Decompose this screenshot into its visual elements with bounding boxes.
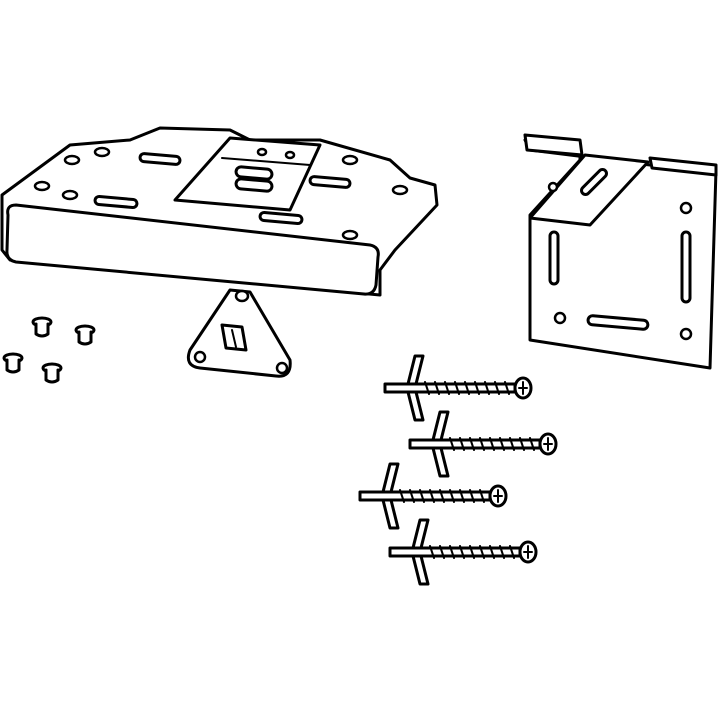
mounting-plate — [0, 126, 439, 297]
toggle-bolt — [408, 410, 558, 478]
wall-bracket — [523, 133, 718, 370]
toggle-bolt — [388, 518, 538, 586]
toggle-bolt — [358, 462, 508, 530]
toggle-bolt — [383, 354, 533, 422]
rivets — [2, 316, 96, 384]
pivot-bracket — [186, 288, 292, 378]
toggle-bolts — [358, 354, 558, 586]
